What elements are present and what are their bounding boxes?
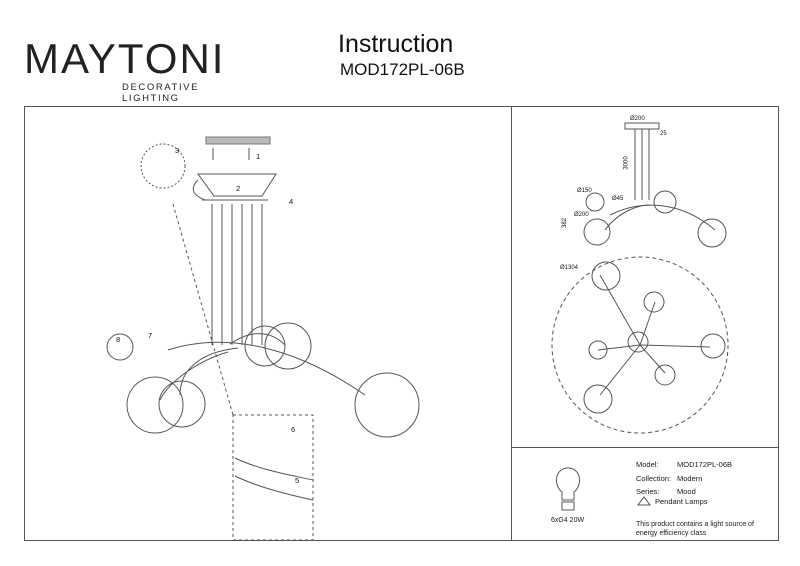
bulb-icon bbox=[556, 467, 580, 501]
dim-shade-small: Ø150 bbox=[577, 188, 592, 194]
drawing-frame bbox=[24, 106, 779, 541]
plan-arm-6 bbox=[639, 301, 656, 346]
brand-logo: MAYTONI DECORATIVE LIGHTING bbox=[24, 35, 244, 105]
dim-canopy-height: 25 bbox=[660, 131, 667, 137]
model-heading: MOD172PL-06B bbox=[340, 60, 465, 79]
arm-left-2 bbox=[159, 351, 229, 401]
collection-value: Modern bbox=[677, 474, 703, 483]
series-label: Series: bbox=[636, 487, 660, 496]
globe-3 bbox=[244, 325, 286, 367]
plan-arm-4 bbox=[597, 344, 641, 351]
plan-globe-4 bbox=[700, 333, 726, 359]
dim-canopy bbox=[624, 122, 660, 130]
leader-1 bbox=[172, 203, 234, 416]
detail-arm-1 bbox=[234, 457, 314, 481]
collection-label: Collection: bbox=[636, 474, 672, 483]
dim-globe-1 bbox=[585, 192, 605, 212]
ceiling-plate bbox=[205, 136, 271, 145]
center-hub bbox=[627, 331, 649, 353]
step-1: 1 bbox=[256, 152, 261, 161]
plan-globe-5 bbox=[654, 364, 676, 386]
step-8: 8 bbox=[116, 335, 121, 344]
divider-vertical bbox=[511, 106, 512, 541]
step-5: 5 bbox=[295, 476, 300, 485]
dim-overall-circle bbox=[551, 256, 729, 434]
arm-back bbox=[229, 333, 286, 346]
brand-name: MAYTONI bbox=[24, 35, 226, 82]
globe-4 bbox=[264, 322, 312, 370]
plan-arm-1 bbox=[639, 344, 711, 348]
globe-1 bbox=[126, 376, 184, 434]
step-3: 3 bbox=[175, 146, 180, 155]
plan-globe-3 bbox=[588, 340, 608, 360]
globe-2 bbox=[158, 380, 206, 428]
dim-total-diameter: Ø1304 bbox=[560, 265, 579, 271]
step-2: 2 bbox=[236, 184, 241, 193]
model-value: MOD172PL-06B bbox=[677, 460, 733, 469]
detail-circle-8 bbox=[106, 333, 134, 361]
canopy bbox=[197, 173, 277, 197]
dim-arm-2 bbox=[604, 204, 651, 231]
pendant-icon bbox=[637, 496, 651, 506]
detail-arm-2 bbox=[234, 475, 314, 501]
dim-canopy-width: Ø200 bbox=[630, 116, 645, 122]
arm-left bbox=[179, 347, 239, 396]
series-value: Mood bbox=[677, 487, 696, 496]
bulb-base bbox=[561, 501, 575, 511]
plan-arm-2 bbox=[599, 274, 641, 346]
energy-note: This product contains a light source of … bbox=[636, 521, 754, 537]
step-6: 6 bbox=[291, 425, 296, 434]
dim-arm: Ø45 bbox=[612, 196, 624, 202]
page-title: Instruction bbox=[338, 30, 454, 58]
dim-globe-3 bbox=[583, 218, 611, 246]
plan-globe-2 bbox=[643, 291, 665, 313]
plan-arm-3 bbox=[599, 344, 641, 396]
plan-arm-5 bbox=[639, 344, 666, 374]
model-label: Model: bbox=[636, 460, 659, 469]
dim-shade-large: Ø200 bbox=[574, 212, 589, 218]
detail-3 bbox=[140, 143, 186, 189]
type-value: Pendant Lamps bbox=[655, 497, 708, 506]
divider-horizontal bbox=[511, 447, 778, 448]
dim-globe-4 bbox=[697, 218, 727, 248]
wire bbox=[192, 179, 206, 201]
step-7: 7 bbox=[148, 331, 153, 340]
plan-globe-6 bbox=[583, 384, 613, 414]
globe-5 bbox=[354, 372, 420, 438]
dim-cable-length: 3000 bbox=[623, 156, 630, 170]
power-rating: 6xG4 20W bbox=[551, 517, 585, 524]
plan-globe-1 bbox=[591, 261, 621, 291]
dim-globe-2 bbox=[653, 190, 677, 214]
brand-tagline: DECORATIVE LIGHTING bbox=[122, 82, 200, 104]
dim-drop: 382 bbox=[562, 217, 569, 229]
step-4: 4 bbox=[289, 197, 294, 206]
